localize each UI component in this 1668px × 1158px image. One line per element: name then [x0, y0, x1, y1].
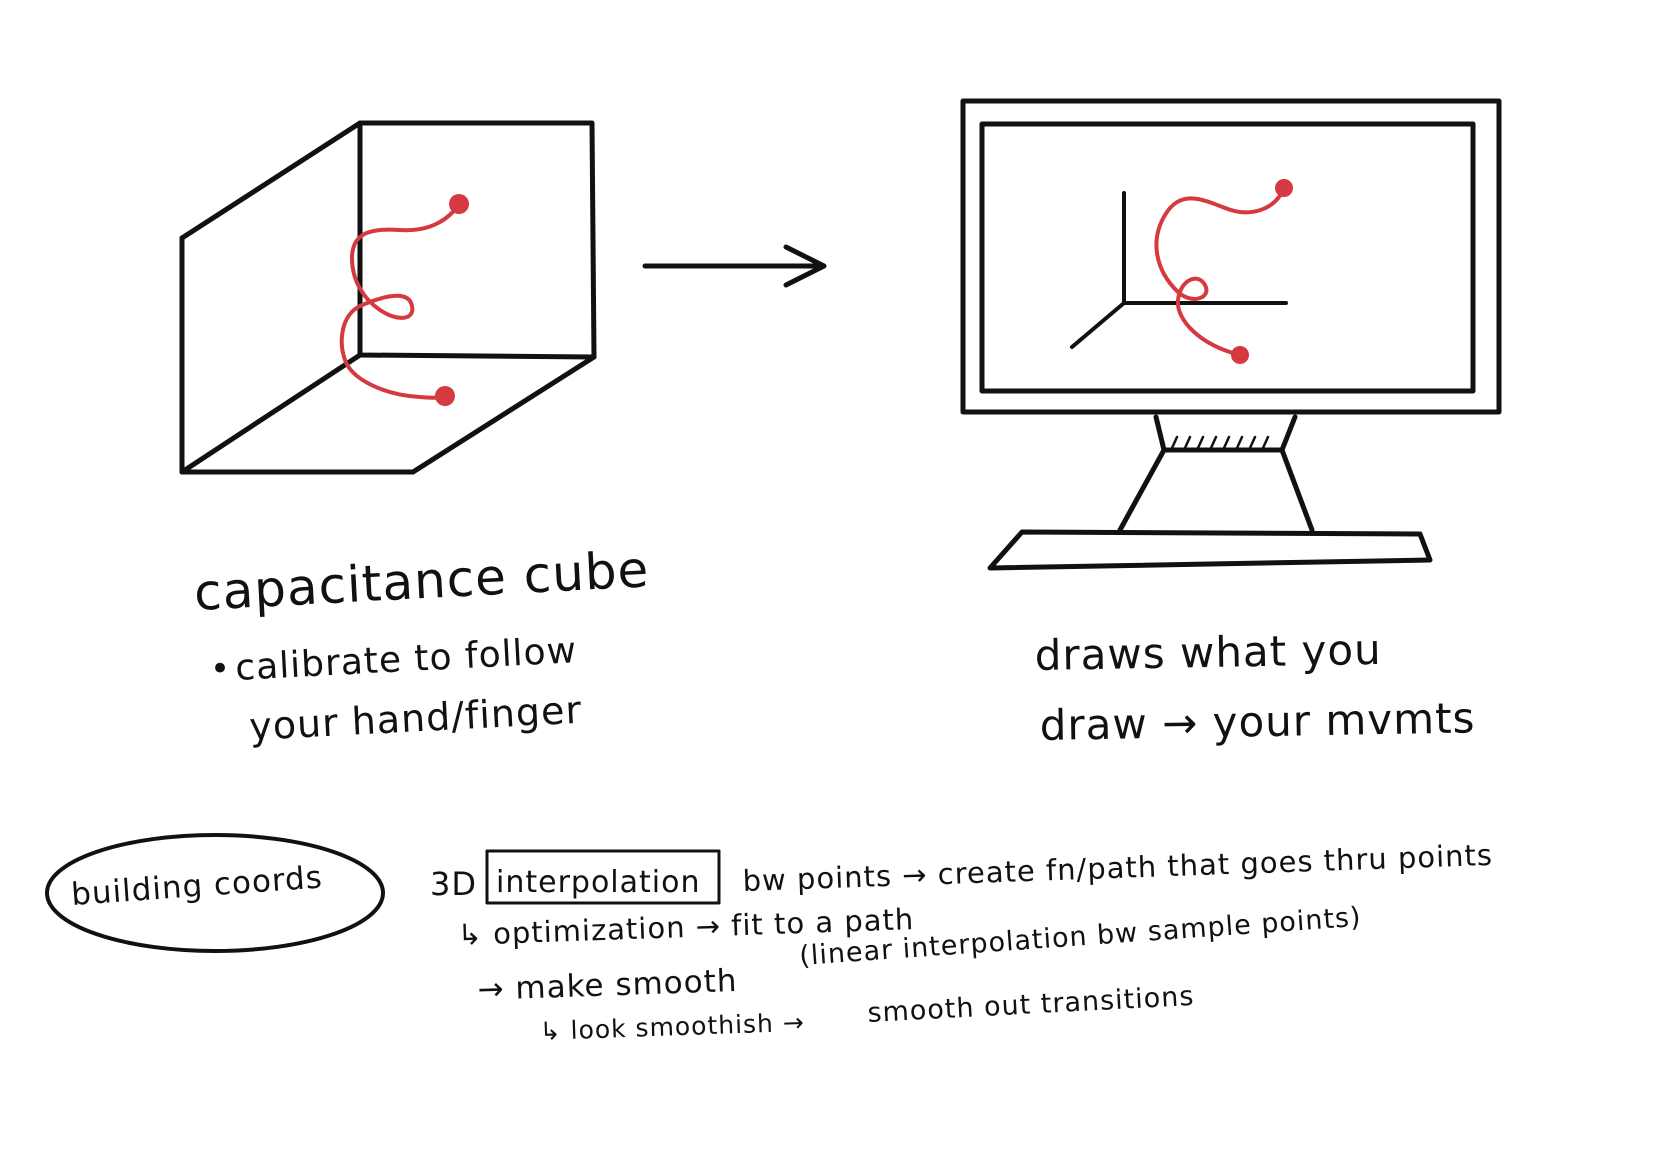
- monitor-screen: [979, 121, 1476, 394]
- building-coords-label: building coords: [70, 859, 324, 912]
- monitor-neck: [1153, 414, 1298, 453]
- right-arrow-icon: [642, 244, 827, 288]
- notes-interpolation-boxed: interpolation: [496, 865, 700, 900]
- screen-path-end-dot: [1231, 346, 1249, 364]
- notes-look-smoothish-line: ↳ look smoothish →: [539, 1008, 805, 1046]
- cube-path-end-dot: [435, 386, 455, 406]
- cube-path-start-dot: [449, 194, 469, 214]
- screen-axis-depth: [1070, 301, 1126, 349]
- notes-smooth-out-transitions: smooth out transitions: [867, 981, 1195, 1029]
- building-coords-oval: [45, 833, 385, 953]
- capacitance-cube-drawing: [179, 120, 597, 475]
- interpolation-box: [485, 849, 721, 905]
- notes-line1-rest: bw points → create fn/path that goes thr…: [742, 838, 1493, 898]
- cube-bottom-right-edge: [410, 354, 597, 475]
- monitor-base: [987, 529, 1433, 571]
- cube-bottom-left-edge: [179, 352, 363, 475]
- monitor-outer-frame: [960, 98, 1502, 415]
- cube-hand-path: [339, 202, 461, 400]
- cube-top-left-edge: [179, 120, 363, 241]
- notes-make-smooth-line: → make smooth: [477, 963, 738, 1008]
- notes-3d-prefix: 3D: [430, 865, 477, 903]
- screen-path-start-dot: [1275, 179, 1293, 197]
- cube-back-face: [357, 120, 597, 360]
- monitor-stand: [1117, 447, 1315, 533]
- screen-drawn-path: [1154, 186, 1286, 357]
- draws-caption-line1: draws what you: [1034, 625, 1382, 680]
- bullet-point: •: [210, 649, 231, 689]
- monitor-neck-hatching: [1170, 435, 1270, 450]
- calibrate-note-line1: calibrate to follow: [234, 630, 578, 689]
- draws-caption-line2: draw → your mvmts: [1039, 693, 1476, 750]
- capacitance-cube-title: capacitance cube: [193, 540, 651, 622]
- monitor-drawing: [960, 98, 1502, 571]
- calibrate-note-line2: your hand/finger: [248, 688, 583, 749]
